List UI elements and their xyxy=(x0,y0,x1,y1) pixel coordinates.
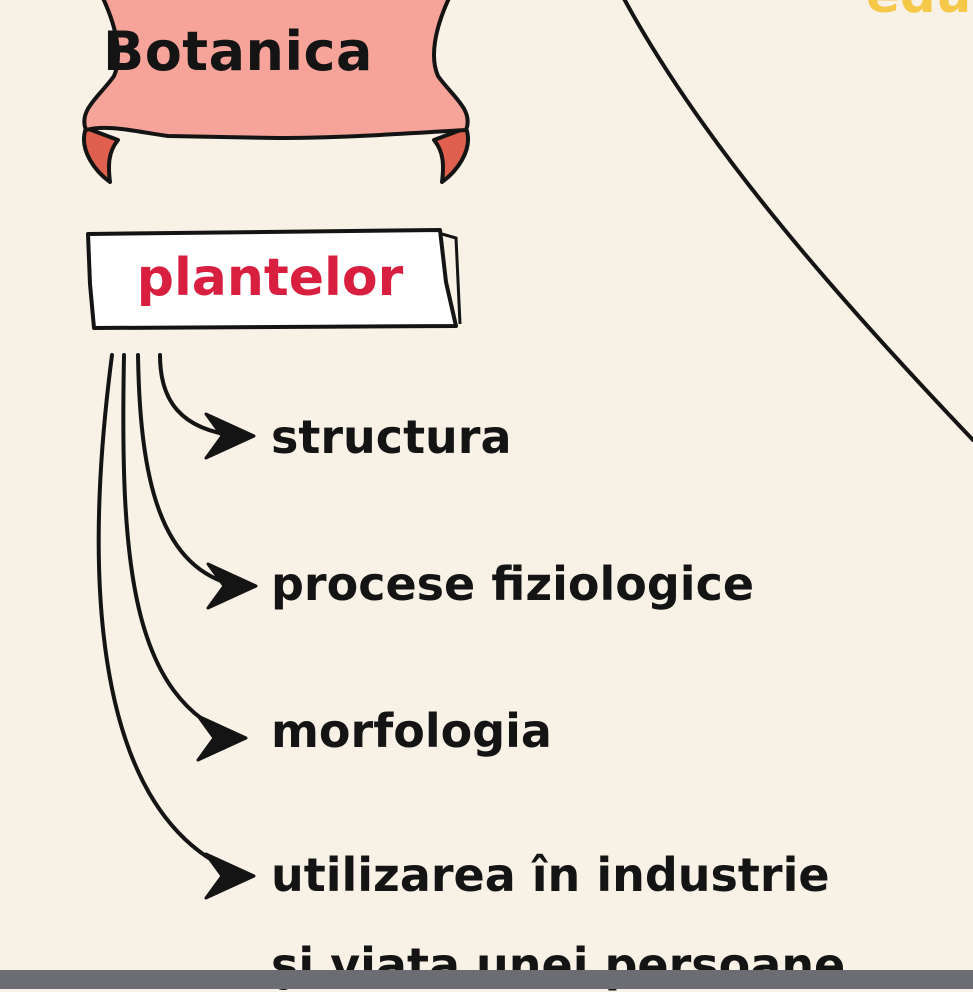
subject-box xyxy=(86,228,462,330)
title-banner xyxy=(82,0,470,184)
arrowhead-structura xyxy=(204,412,256,460)
subject-label: plantelor xyxy=(136,248,404,308)
arrowhead-utilizarea xyxy=(204,852,256,900)
branch-label-utilizarea: utilizarea în industrie xyxy=(271,848,830,902)
branch-label-structura: structura xyxy=(271,410,512,464)
brand-mark: edu xyxy=(866,0,971,24)
arrowhead-morfologia xyxy=(196,714,248,762)
bottom-scrim-bar xyxy=(0,970,973,989)
arrowhead-procese xyxy=(206,562,258,610)
diagram-title: Botanica xyxy=(103,20,373,83)
branch-label-morfologia: morfologia xyxy=(271,704,552,758)
branch-label-procese-fiziologice: procese fiziologice xyxy=(271,557,755,611)
connector-procese xyxy=(136,353,240,588)
connector-utilizarea xyxy=(96,353,242,876)
